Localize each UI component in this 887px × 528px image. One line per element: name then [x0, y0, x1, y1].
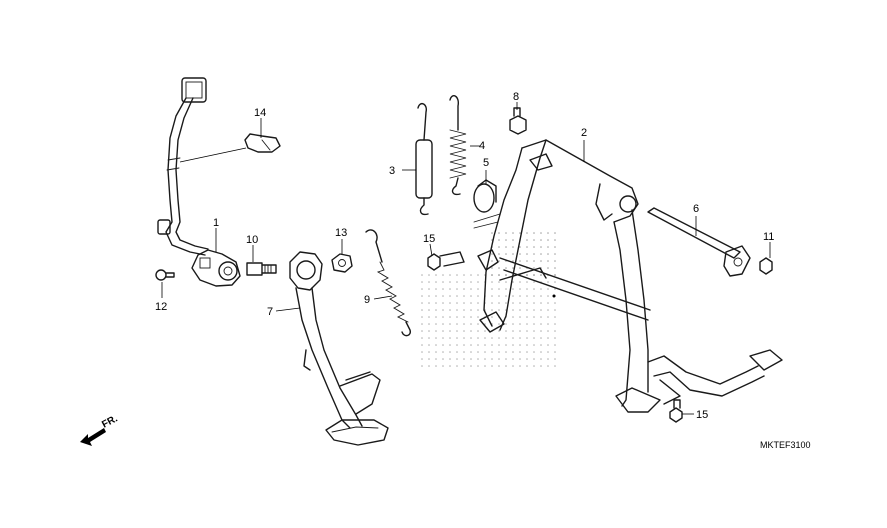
forward-arrow-icon: FR.	[80, 413, 120, 446]
callout-14: 14	[254, 107, 266, 119]
main-stand-part	[473, 139, 783, 413]
callout-2: 2	[581, 127, 587, 139]
side-stand-part	[289, 251, 389, 446]
bolt-12-part	[155, 269, 175, 281]
shading-dots	[420, 232, 560, 367]
callout-11: 11	[763, 231, 774, 243]
callout-4: 4	[479, 140, 485, 152]
leader-lines	[161, 102, 771, 415]
callout-7: 7	[267, 306, 273, 318]
callout-5: 5	[483, 157, 489, 169]
pivot-bolt-part	[246, 262, 277, 276]
spring-9-part	[365, 229, 412, 337]
bolt-8-part	[509, 107, 527, 135]
bolt-11-part	[759, 257, 773, 275]
stopper-part	[473, 179, 497, 213]
callout-10: 10	[246, 234, 258, 246]
bolt-15b-part	[669, 399, 683, 423]
bolt-15a-part	[427, 251, 465, 271]
callout-15-right: 15	[696, 409, 708, 421]
callout-6: 6	[693, 203, 699, 215]
diagram-code: MKTEF3100	[760, 440, 811, 450]
callout-9: 9	[364, 294, 370, 306]
callout-15-left: 15	[423, 233, 435, 245]
spring-3-part	[415, 102, 433, 216]
callout-3: 3	[389, 165, 395, 177]
pivot-shaft-part	[647, 207, 751, 277]
callout-1: 1	[213, 217, 219, 229]
callout-13: 13	[335, 227, 347, 239]
direction-label: FR.	[100, 413, 120, 430]
callout-12: 12	[155, 301, 167, 313]
callout-8: 8	[513, 91, 519, 103]
side-stand-switch-part	[157, 77, 241, 287]
clamp-part	[244, 133, 281, 153]
spring-4-part	[449, 95, 467, 196]
nut-part	[331, 253, 353, 273]
